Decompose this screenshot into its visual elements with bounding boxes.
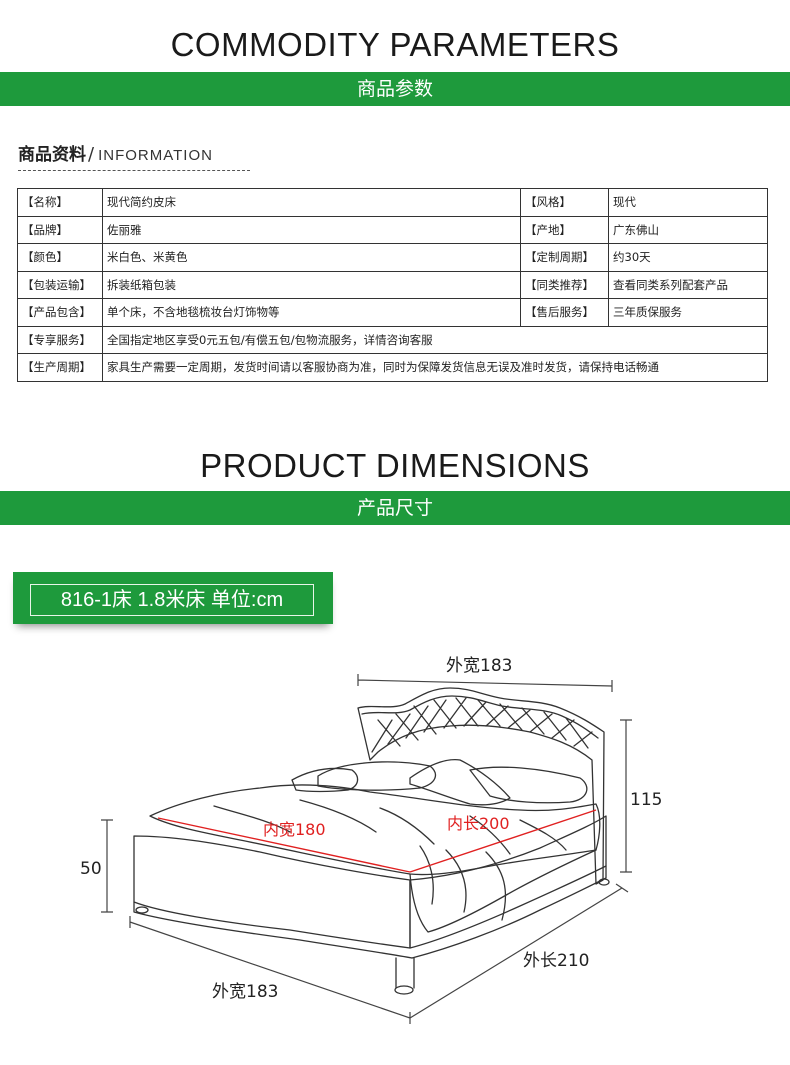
param-value: 查看同类系列配套产品 xyxy=(608,270,768,299)
duvet-folds xyxy=(213,799,567,921)
param-key: 【颜色】 xyxy=(17,243,103,272)
param-value: 广东佛山 xyxy=(608,215,768,244)
commodity-parameters-title: COMMODITY PARAMETERS xyxy=(170,26,620,63)
bed-foot-right xyxy=(598,878,610,886)
param-value: 拆装纸箱包装 xyxy=(102,270,521,299)
param-key: 【品牌】 xyxy=(17,215,103,244)
label-outer-length: 外长210 xyxy=(523,951,589,971)
label-outer-width-bottom: 外宽183 xyxy=(212,982,278,1002)
bed-dimension-diagram: 外宽183 115 内宽180 内长200 50 外长210 外宽183 xyxy=(80,656,662,1024)
dim-line-inner-length xyxy=(409,809,597,873)
information-heading: 商品资料/INFORMATION xyxy=(18,140,250,171)
param-value: 单个床，不含地毯梳妆台灯饰物等 xyxy=(102,298,521,327)
bed-base-side-lower xyxy=(411,865,607,959)
table-row: 【生产周期】 家具生产需要一定周期，发货时间请以客服协商为准，同时为保障发货信息… xyxy=(17,353,768,382)
pillow-right xyxy=(469,766,588,804)
duvet-top xyxy=(149,784,601,876)
headboard-outline xyxy=(357,687,605,885)
label-inner-width: 内宽180 xyxy=(263,820,326,839)
product-dimensions-band: 产品尺寸 xyxy=(0,491,790,525)
dim-line-inner-width xyxy=(157,817,411,873)
param-key: 【产品包含】 xyxy=(17,298,103,327)
information-heading-en: INFORMATION xyxy=(98,147,213,164)
information-heading-cn: 商品资料 xyxy=(18,145,86,165)
param-value: 现代 xyxy=(608,188,768,217)
param-key: 【售后服务】 xyxy=(520,298,609,327)
label-height: 115 xyxy=(630,790,662,810)
param-key: 【包装运输】 xyxy=(17,270,103,299)
param-value: 佐丽雅 xyxy=(102,215,521,244)
param-key: 【同类推荐】 xyxy=(520,270,609,299)
pillow-left xyxy=(291,767,359,793)
label-outer-width-top: 外宽183 xyxy=(446,656,512,676)
dim-line-outer-width-top xyxy=(357,674,613,692)
bed-foot-front xyxy=(394,985,414,995)
spec-tag: 816-1床 1.8米床 单位:cm xyxy=(30,584,314,616)
param-value: 三年质保服务 xyxy=(608,298,768,327)
param-key: 【生产周期】 xyxy=(17,353,103,382)
duvet-side xyxy=(409,849,597,933)
param-value: 家具生产需要一定周期，发货时间请以客服协商为准，同时为保障发货信息无误及准时发货… xyxy=(102,353,768,382)
dim-line-base-height xyxy=(101,819,113,913)
bed-base-front xyxy=(133,835,411,949)
bed-foot-front-leg xyxy=(395,957,415,989)
table-row: 【包装运输】 拆装纸箱包装 【同类推荐】 查看同类系列配套产品 xyxy=(17,270,768,299)
product-dimensions-title: PRODUCT DIMENSIONS xyxy=(200,447,590,484)
dim-line-outer-length xyxy=(409,883,629,1019)
information-heading-sep: / xyxy=(88,144,95,165)
parameters-table: 【名称】 现代简约皮床 【风格】 现代 【品牌】 佐丽雅 【产地】 广东佛山 【… xyxy=(17,188,768,382)
pillow-tilted xyxy=(409,758,511,806)
bed-foot-left xyxy=(135,906,149,914)
table-row: 【颜色】 米白色、米黄色 【定制周期】 约30天 xyxy=(17,243,768,272)
table-row: 【产品包含】 单个床，不含地毯梳妆台灯饰物等 【售后服务】 三年质保服务 xyxy=(17,298,768,327)
pillow-center xyxy=(317,761,437,791)
param-key: 【专享服务】 xyxy=(17,325,103,354)
param-key: 【名称】 xyxy=(17,188,103,217)
param-key: 【风格】 xyxy=(520,188,609,217)
param-key: 【产地】 xyxy=(520,215,609,244)
commodity-parameters-band: 商品参数 xyxy=(0,72,790,106)
label-inner-length: 内长200 xyxy=(447,814,510,833)
bed-base-front-lower xyxy=(133,901,413,959)
param-value: 米白色、米黄色 xyxy=(102,243,521,272)
headboard-tufting xyxy=(371,697,593,753)
label-base-height: 50 xyxy=(80,859,102,879)
param-value: 约30天 xyxy=(608,243,768,272)
table-row: 【名称】 现代简约皮床 【风格】 现代 xyxy=(17,188,768,217)
dim-line-height xyxy=(620,719,632,873)
table-row: 【专享服务】 全国指定地区享受0元五包/有偿五包/包物流服务，详情咨询客服 xyxy=(17,325,768,354)
param-value: 全国指定地区享受0元五包/有偿五包/包物流服务，详情咨询客服 xyxy=(102,325,768,354)
param-key: 【定制周期】 xyxy=(520,243,609,272)
table-row: 【品牌】 佐丽雅 【产地】 广东佛山 xyxy=(17,215,768,244)
dim-line-outer-width-bottom xyxy=(129,916,411,1024)
param-value: 现代简约皮床 xyxy=(102,188,521,217)
